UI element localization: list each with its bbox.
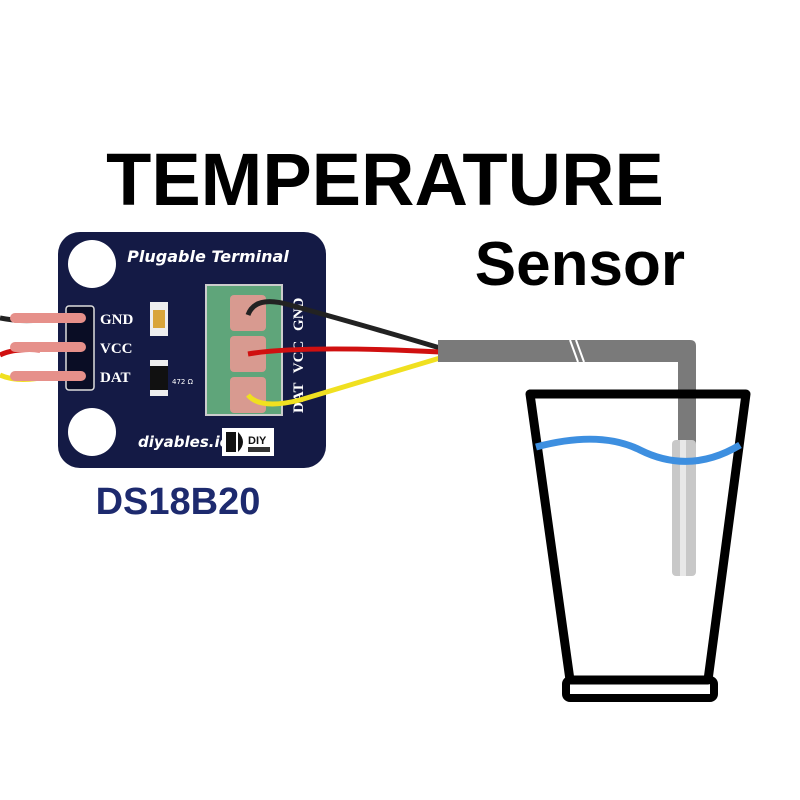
mount-hole — [68, 408, 116, 456]
water-glass — [525, 389, 751, 702]
mount-hole — [68, 240, 116, 288]
pin-label-gnd: GND — [100, 312, 134, 328]
resistor-label: 472 Ω — [172, 378, 194, 386]
pin-label-dat: DAT — [100, 370, 131, 386]
diy-logo-text: DIY — [248, 435, 267, 447]
brand-label: diyables.io — [138, 433, 230, 451]
probe-cable — [438, 339, 696, 576]
board-header: Plugable Terminal — [127, 247, 289, 266]
model-label: DS18B20 — [96, 481, 261, 523]
sensor-wires — [245, 299, 441, 407]
terminal-labels: DAT VCC GND — [291, 297, 307, 413]
water-surface — [535, 435, 742, 465]
pin-label-vcc: VCC — [100, 341, 133, 357]
title-line1: TEMPERATURE — [106, 138, 664, 221]
title-line2: Sensor — [475, 230, 685, 299]
